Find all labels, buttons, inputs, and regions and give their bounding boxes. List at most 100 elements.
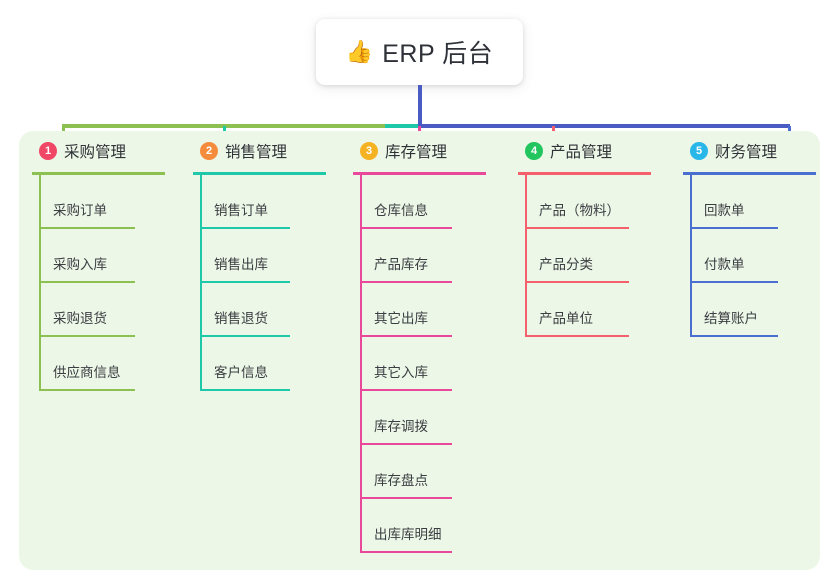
leaf-item[interactable]: 采购入库 [19,229,184,283]
leaf-underline [360,281,452,283]
leaf-item-label: 供应商信息 [53,365,121,380]
branch-title-3: 库存管理 [385,144,448,161]
branch-header-3[interactable]: 3 库存管理 [340,131,505,171]
leaf-item-label: 销售出库 [214,257,268,272]
leaf-item-label: 付款单 [704,257,745,272]
leaf-item[interactable]: 库存盘点 [340,445,505,499]
leaf-list-3: 仓库信息产品库存其它出库其它入库库存调拨库存盘点出库库明细 [340,175,505,553]
branch-badge-2: 2 [200,142,218,160]
leaf-underline [690,335,778,337]
leaf-underline [39,389,135,391]
leaf-item-label: 其它入库 [374,365,428,380]
branch-column-2: 2 销售管理销售订单销售出库销售退货客户信息 [180,131,345,391]
leaf-list-5: 回款单付款单结算账户 [670,175,835,337]
leaf-item-label: 销售退货 [214,311,268,326]
leaf-item-label: 结算账户 [704,311,758,326]
branch-column-3: 3 库存管理仓库信息产品库存其它出库其它入库库存调拨库存盘点出库库明细 [340,131,505,553]
branch-title-4: 产品管理 [550,144,613,161]
leaf-item[interactable]: 库存调拨 [340,391,505,445]
branch-spine-4 [525,175,527,337]
branch-underline-4 [518,172,651,175]
leaf-item-label: 仓库信息 [374,203,428,218]
leaf-underline [360,497,452,499]
leaf-item[interactable]: 销售出库 [180,229,345,283]
branches-panel: 1 采购管理采购订单采购入库采购退货供应商信息 2 销售管理销售订单销售出库销售退货客… [19,131,820,570]
leaf-item-label: 库存调拨 [374,419,428,434]
leaf-item-label: 库存盘点 [374,473,428,488]
leaf-item[interactable]: 供应商信息 [19,337,184,391]
leaf-item-label: 产品单位 [539,311,593,326]
branch-header-2[interactable]: 2 销售管理 [180,131,345,171]
leaf-item-label: 销售订单 [214,203,268,218]
leaf-item[interactable]: 其它入库 [340,337,505,391]
leaf-item[interactable]: 产品库存 [340,229,505,283]
branch-underline-1 [32,172,165,175]
leaf-underline [360,389,452,391]
root-node-card[interactable]: 👍 ERP 后台 [316,19,523,85]
leaf-item-label: 客户信息 [214,365,268,380]
branch-badge-5: 5 [690,142,708,160]
leaf-list-4: 产品（物料） 产品分类产品单位 [505,175,670,337]
leaf-item[interactable]: 仓库信息 [340,175,505,229]
leaf-underline [360,551,452,553]
branch-underline-3 [353,172,486,175]
root-node-title: ERP 后台 [382,40,494,68]
leaf-item[interactable]: 产品单位 [505,283,670,337]
leaf-underline [525,335,629,337]
leaf-item-label: 采购入库 [53,257,107,272]
bus-segment-3 [418,124,790,128]
branch-title-1: 采购管理 [64,144,127,161]
leaf-underline [200,389,290,391]
leaf-underline [200,335,290,337]
branch-header-5[interactable]: 5 财务管理 [670,131,835,171]
branch-column-4: 4 产品管理产品（物料） 产品分类产品单位 [505,131,670,337]
leaf-underline [39,281,135,283]
branch-badge-3: 3 [360,142,378,160]
leaf-underline [690,281,778,283]
leaf-item-label: 产品分类 [539,257,593,272]
leaf-item[interactable]: 产品分类 [505,229,670,283]
leaf-item[interactable]: 客户信息 [180,337,345,391]
leaf-item[interactable]: 出库库明细 [340,499,505,553]
leaf-underline [39,335,135,337]
branch-title-5: 财务管理 [715,144,778,161]
branch-header-1[interactable]: 1 采购管理 [19,131,184,171]
leaf-list-2: 销售订单销售出库销售退货客户信息 [180,175,345,391]
bus-segment-2 [385,124,418,128]
leaf-item-label: 出库库明细 [374,527,442,542]
leaf-underline [360,443,452,445]
leaf-item[interactable]: 产品（物料） [505,175,670,229]
leaf-item[interactable]: 采购订单 [19,175,184,229]
leaf-item[interactable]: 采购退货 [19,283,184,337]
thumbs-up-emoji: 👍 [345,39,374,64]
leaf-item[interactable]: 销售退货 [180,283,345,337]
leaf-item[interactable]: 其它出库 [340,283,505,337]
branch-column-1: 1 采购管理采购订单采购入库采购退货供应商信息 [19,131,184,391]
leaf-underline [690,227,778,229]
leaf-item-label: 产品库存 [374,257,428,272]
leaf-item[interactable]: 结算账户 [670,283,835,337]
branch-badge-4: 4 [525,142,543,160]
branch-header-4[interactable]: 4 产品管理 [505,131,670,171]
leaf-list-1: 采购订单采购入库采购退货供应商信息 [19,175,184,391]
branch-column-5: 5 财务管理回款单付款单结算账户 [670,131,835,337]
branch-title-2: 销售管理 [225,144,288,161]
branch-badge-1: 1 [39,142,57,160]
trunk-connector [418,85,422,126]
leaf-item-label: 回款单 [704,203,745,218]
leaf-underline [360,227,452,229]
leaf-underline [39,227,135,229]
leaf-underline [200,281,290,283]
leaf-underline [200,227,290,229]
leaf-item-label: 采购订单 [53,203,107,218]
leaf-underline [525,227,629,229]
leaf-item[interactable]: 回款单 [670,175,835,229]
branch-spine-1 [39,175,41,391]
branch-underline-2 [193,172,326,175]
leaf-item[interactable]: 销售订单 [180,175,345,229]
branch-spine-2 [200,175,202,391]
branch-spine-5 [690,175,692,337]
branch-underline-5 [683,172,816,175]
leaf-item-label: 其它出库 [374,311,428,326]
leaf-item[interactable]: 付款单 [670,229,835,283]
